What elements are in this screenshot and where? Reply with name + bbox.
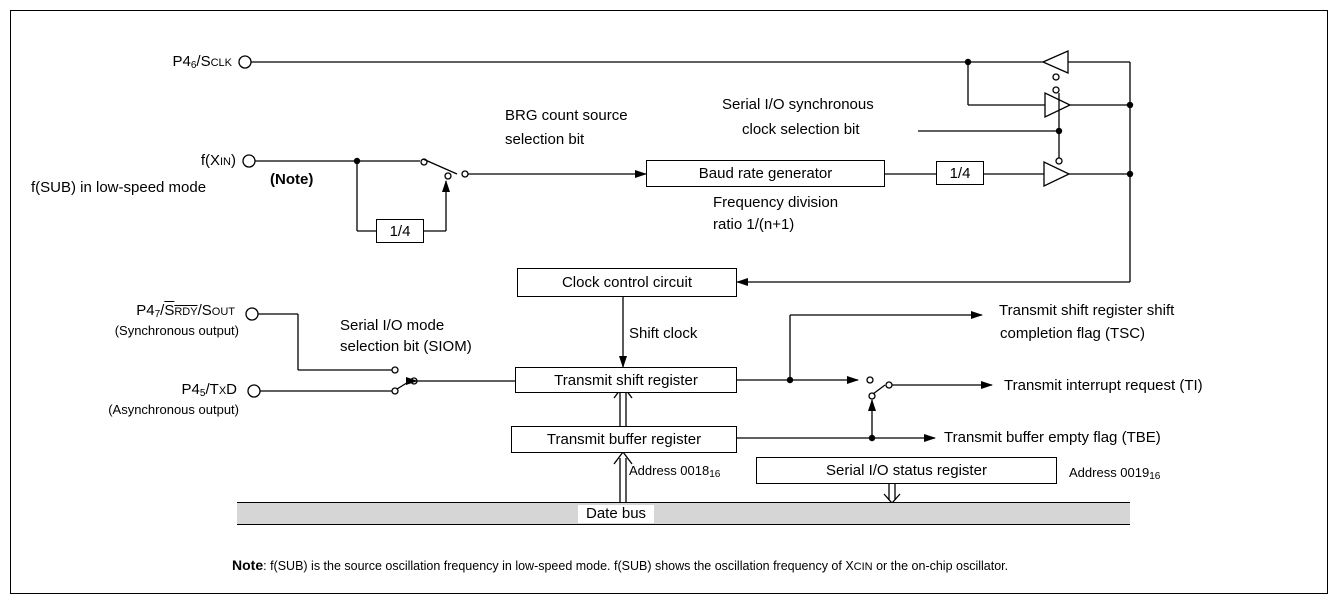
transmit-shift-register: Transmit shift register [515, 367, 737, 393]
ti-label: Transmit interrupt request (TI) [1004, 377, 1203, 394]
address-0018-label: Address 001816 [629, 463, 721, 480]
address-0019-label: Address 001916 [1069, 465, 1161, 482]
sclk-output-buffer [1041, 50, 1069, 74]
baud-rate-generator: Baud rate generator [646, 160, 885, 187]
footnote: Note: f(SUB) is the source oscillation f… [232, 557, 1009, 573]
sub-mode-label: f(SUB) in low-speed mode [31, 179, 207, 196]
sync-output-label: (Synchronous output) [114, 323, 239, 338]
sclk-pin-terminal [238, 55, 252, 69]
note-tag: (Note) [270, 171, 314, 188]
brg-select-label-1: BRG count source [505, 107, 628, 124]
transmit-buffer-register: Transmit buffer register [511, 426, 737, 453]
sync-clock-buffer [1044, 91, 1072, 119]
sync-clock-label-1: Serial I/O synchronous [722, 96, 874, 113]
pin-xin-label: f(XIN) [200, 152, 236, 169]
pin-txd-label: P45/TXD [181, 381, 237, 399]
pin-sout-label: P47/SRDY/SOUT [136, 302, 235, 320]
tsc-label-2: completion flag (TSC) [1000, 325, 1146, 342]
divider-box-2: 1/4 [936, 161, 984, 185]
tsc-label-1: Transmit shift register shift [999, 302, 1175, 319]
brg-select-label-2: selection bit [505, 131, 585, 148]
clock-control-circuit: Clock control circuit [517, 268, 737, 297]
siom-label-1: Serial I/O mode [340, 317, 445, 334]
freq-div-label-1: Frequency division [713, 194, 839, 211]
sout-pin-terminal [245, 307, 259, 321]
txd-pin-terminal [247, 384, 261, 398]
brg-clock-buffer [1043, 160, 1071, 188]
data-bus-label: Date bus [578, 505, 655, 523]
divider-box-1: 1/4 [376, 219, 424, 243]
xin-pin-terminal [242, 154, 256, 168]
serial-io-status-register: Serial I/O status register [756, 457, 1057, 484]
pin-sclk-label: P46/SCLK [172, 53, 232, 71]
freq-div-label-2: ratio 1/(n+1) [713, 216, 795, 233]
async-output-label: (Asynchronous output) [108, 402, 239, 417]
tbe-label: Transmit buffer empty flag (TBE) [944, 429, 1161, 446]
sync-clock-label-2: clock selection bit [742, 121, 860, 138]
shift-clock-label: Shift clock [629, 325, 698, 342]
siom-label-2: selection bit (SIOM) [340, 338, 472, 355]
data-bus [237, 502, 1130, 525]
diagram-frame [10, 10, 1328, 594]
